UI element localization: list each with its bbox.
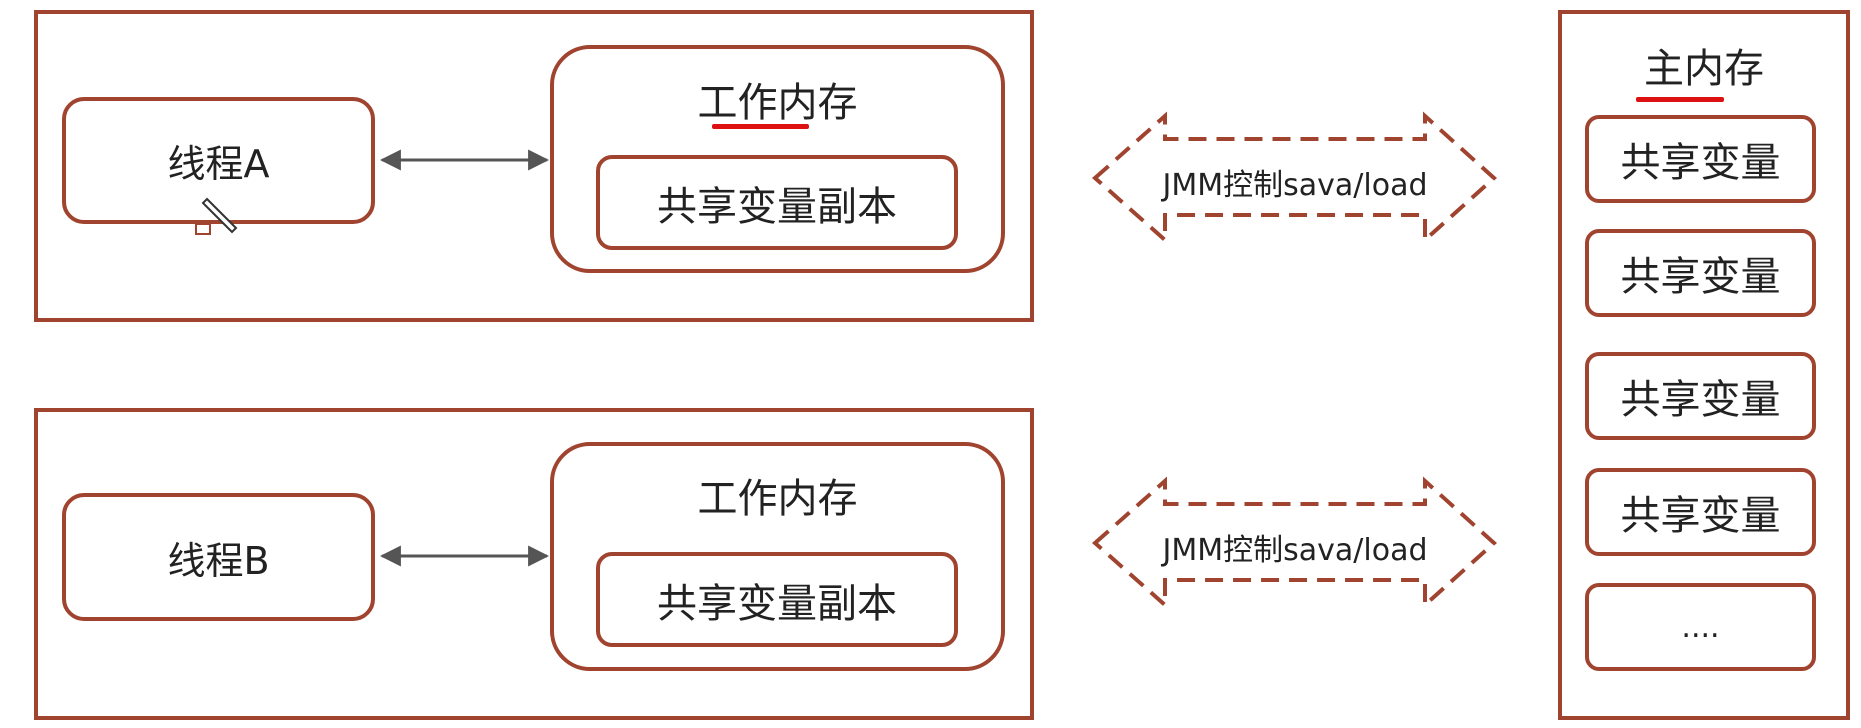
thread-b-box: 线程B [62,493,375,621]
main-memory-shared-var: 共享变量 [1585,229,1816,317]
shared-var-label: 共享变量 [1620,254,1781,300]
shared-var-label: 共享变量 [1620,140,1781,186]
main-memory-title-underline [1636,97,1724,102]
thread-a-work-memory-title: 工作内存 [697,80,858,126]
thread-a-box: 线程A [62,97,375,224]
thread-a-shared-var-copy-label: 共享变量副本 [657,183,897,230]
thread-b-shared-var-copy-label: 共享变量副本 [657,580,897,627]
main-memory-shared-var: 共享变量 [1585,468,1816,556]
thread-b-shared-var-copy: 共享变量副本 [596,552,958,647]
thread-b-work-memory-title: 工作内存 [697,476,858,522]
ellipsis-label: .... [1681,609,1720,645]
shared-var-label: 共享变量 [1620,493,1781,539]
main-memory-shared-var: 共享变量 [1585,115,1816,203]
main-memory-ellipsis-box: .... [1585,583,1816,671]
main-memory-title: 主内存 [1644,46,1764,92]
jmm-label: JMM控制sava/load [1162,533,1428,568]
thread-a-shared-var-copy: 共享变量副本 [596,155,958,250]
main-memory-shared-var: 共享变量 [1585,352,1816,440]
thread-a-label: 线程A [167,142,270,186]
jmm-label: JMM控制sava/load [1162,168,1428,203]
shared-var-label: 共享变量 [1620,377,1781,423]
thread-b-label: 线程B [167,538,270,583]
title-underline [712,124,809,129]
